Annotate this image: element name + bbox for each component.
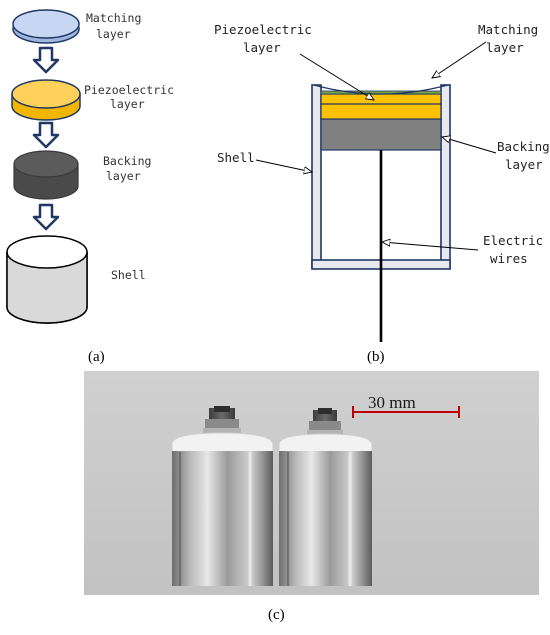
leader-electric-wires [382, 242, 479, 251]
label-electric-wires: Electric wires [483, 233, 550, 266]
label-matching-layer-a: Matching layer [86, 11, 148, 41]
transducer-right [278, 408, 373, 586]
piezoelectric-layer-disc [11, 79, 81, 121]
label-backing-layer-b: Backing layer [497, 139, 550, 172]
matching-layer-curve [313, 84, 449, 95]
panel-c-photo: 30 mm [84, 371, 539, 595]
panel-label-a: (a) [88, 349, 105, 365]
scale-bar [352, 406, 460, 418]
leader-matching [432, 41, 487, 78]
panel-a: Matching layer Piezoelectric layer Backi… [6, 9, 181, 324]
panel-label-b: (b) [367, 349, 385, 365]
down-arrow-icon [32, 46, 60, 74]
label-backing-layer-a: Backing layer [103, 154, 158, 183]
panel-label-c: (c) [268, 607, 285, 623]
transducer-left [171, 406, 274, 586]
backing-layer-block [320, 118, 442, 151]
label-matching-layer-b: Matching layer [478, 22, 546, 55]
leader-shell [255, 159, 312, 172]
down-arrow-icon [32, 121, 60, 149]
leader-piezoelectric [299, 53, 374, 100]
shell-cylinder [6, 235, 88, 324]
label-shell-b: Shell [217, 150, 255, 165]
panel-b: Piezoelectric layer Matching layer Shell… [214, 22, 550, 342]
matching-layer-disc [12, 9, 80, 44]
scale-bar-label: 30 mm [368, 393, 416, 412]
label-piezoelectric-layer-a: Piezoelectric layer [84, 83, 181, 111]
leader-backing [442, 137, 497, 154]
label-shell-a: Shell [111, 268, 146, 282]
backing-layer-disc [13, 150, 79, 200]
label-piezoelectric-layer-b: Piezoelectric layer [214, 22, 319, 55]
down-arrow-icon [32, 203, 60, 231]
piezoelectric-layer-block [320, 93, 442, 120]
